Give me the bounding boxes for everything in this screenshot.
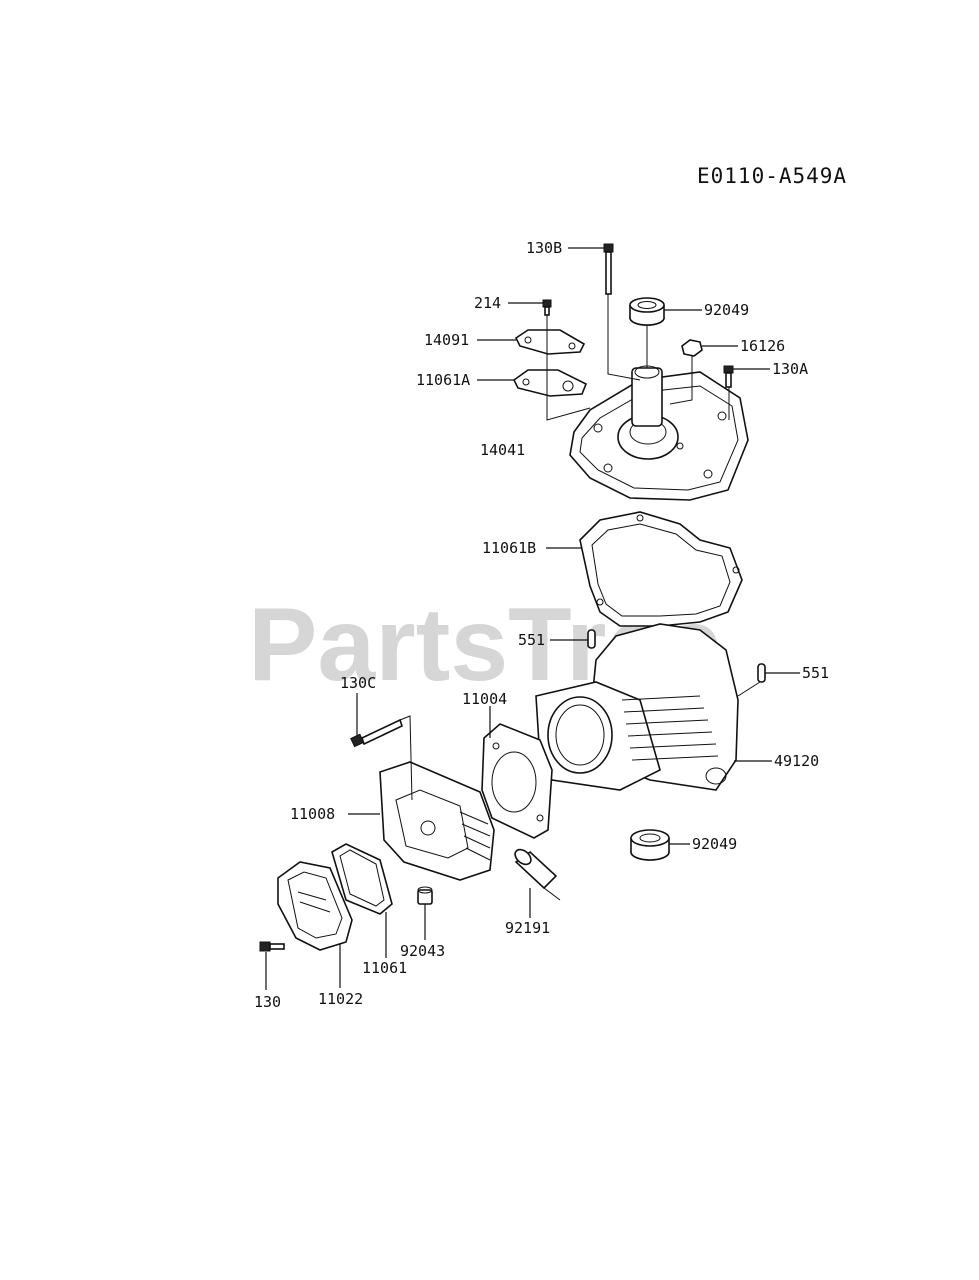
part-label: 130A — [772, 360, 808, 378]
part-label: 11008 — [290, 805, 335, 823]
pin-92043 — [417, 886, 433, 905]
part-label: 11061A — [416, 371, 470, 389]
plug-16126 — [681, 339, 703, 357]
gasket-14091 — [514, 329, 586, 355]
oil-seal-92049-bottom — [630, 829, 670, 861]
part-label: 92049 — [692, 835, 737, 853]
part-label: 11004 — [462, 690, 507, 708]
dowel-pin-551-left — [587, 629, 596, 649]
crankcase-49120 — [535, 623, 739, 791]
bolt-130C — [350, 718, 403, 748]
part-label: 11022 — [318, 990, 363, 1008]
collar-92191 — [514, 848, 558, 890]
part-label: 92191 — [505, 919, 550, 937]
gasket-11061B — [579, 511, 743, 627]
crankcase-cover-14041 — [569, 365, 749, 501]
part-label: 92043 — [400, 942, 445, 960]
head-gasket-11004 — [481, 723, 553, 839]
bolt-214 — [542, 299, 552, 316]
bolt-130B — [603, 243, 614, 295]
bolt-130 — [259, 941, 285, 952]
part-label: 11061B — [482, 539, 536, 557]
part-label: 130C — [340, 674, 376, 692]
bolt-130A — [723, 365, 734, 388]
part-label: 14091 — [424, 331, 469, 349]
part-label: 49120 — [774, 752, 819, 770]
rocker-cover-11022 — [277, 861, 353, 951]
part-label: 92049 — [704, 301, 749, 319]
part-labels: 130B 214 92049 14091 16126 11061A 130A 1… — [254, 239, 829, 1011]
part-label: 130 — [254, 993, 281, 1011]
part-label: 551 — [802, 664, 829, 682]
part-label: 16126 — [740, 337, 785, 355]
part-label: 14041 — [480, 441, 525, 459]
cylinder-head-11008 — [379, 761, 495, 881]
gasket-11061 — [331, 843, 393, 915]
part-label: 214 — [474, 294, 501, 312]
leader-lines — [265, 247, 800, 990]
diagram-code: E0110-A549A — [697, 164, 847, 188]
gasket-11061A — [512, 369, 588, 397]
dowel-pin-551-right — [757, 663, 766, 683]
oil-seal-92049-top — [629, 297, 665, 326]
part-label: 551 — [518, 631, 545, 649]
part-label: 11061 — [362, 959, 407, 977]
part-label: 130B — [526, 239, 562, 257]
